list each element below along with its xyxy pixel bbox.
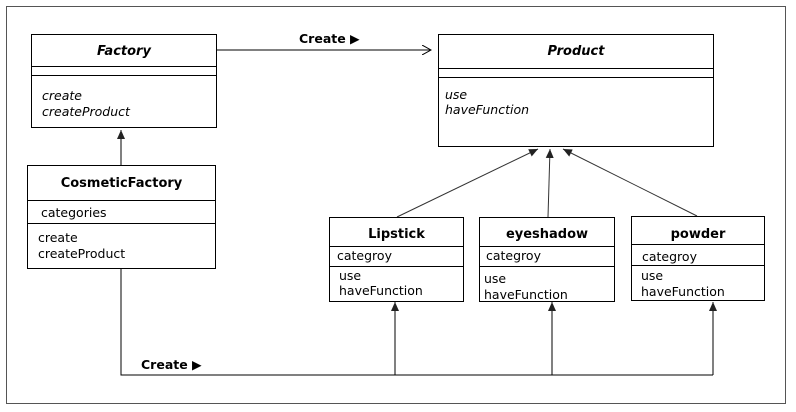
product-fields-divider (439, 68, 713, 69)
cosmeticfactory-class-name: CosmeticFactory (60, 176, 183, 191)
product-methods-divider (439, 77, 713, 78)
product-method: haveFunction (445, 102, 530, 117)
lipstick-class: Lipstick categroy use haveFunction (329, 217, 464, 302)
lipstick-field: categroy (337, 248, 392, 263)
cosmeticfactory-methods-divider (28, 223, 215, 224)
eyeshadow-method: haveFunction (484, 287, 568, 302)
eyeshadow-extends-product-arrow (545, 148, 554, 218)
powder-class: powder categroy use haveFunction (631, 216, 765, 301)
product-class-name: Product (547, 44, 605, 59)
powder-methods-divider (632, 265, 764, 266)
cosmeticfactory-class: CosmeticFactory categories create create… (27, 165, 216, 269)
lipstick-fields-divider (330, 246, 463, 247)
factory-method: createProduct (42, 104, 130, 119)
powder-method: haveFunction (641, 284, 725, 299)
cosmeticfactory-method: create (38, 230, 78, 245)
factory-class-name: Factory (97, 44, 151, 59)
lipstick-extends-product-arrow (396, 148, 539, 218)
eyeshadow-method: use (484, 271, 507, 286)
eyeshadow-field: categroy (486, 248, 541, 263)
lipstick-method: haveFunction (339, 283, 423, 298)
product-class: Product use haveFunction (438, 34, 714, 147)
lipstick-method: use (339, 268, 362, 283)
cosmeticfactory-creates-bus (120, 268, 713, 376)
powder-fields-divider (632, 244, 764, 245)
factory-method: create (42, 88, 82, 103)
lipstick-methods-divider (330, 266, 463, 267)
factory-class: Factory create createProduct (31, 34, 217, 128)
diagram-frame (6, 6, 786, 404)
eyeshadow-class: eyeshadow categroy use haveFunction (479, 217, 615, 302)
eyeshadow-class-name: eyeshadow (505, 227, 589, 242)
top-create-label: Create ▶ (299, 31, 360, 46)
product-method: use (445, 87, 468, 102)
powder-field: categroy (642, 249, 697, 264)
eyeshadow-methods-divider (480, 266, 614, 267)
bottom-create-label: Create ▶ (141, 357, 202, 372)
cosmeticfactory-method: createProduct (38, 246, 126, 261)
factory-fields-divider (32, 66, 216, 67)
cosmeticfactory-fields-divider (28, 200, 215, 201)
powder-extends-product-arrow (562, 148, 698, 217)
factory-methods-divider (32, 75, 216, 76)
eyeshadow-fields-divider (480, 246, 614, 247)
cosmeticfactory-field: categories (41, 205, 107, 220)
powder-method: use (641, 268, 664, 283)
lipstick-class-name: Lipstick (368, 227, 425, 242)
powder-class-name: powder (670, 227, 726, 242)
